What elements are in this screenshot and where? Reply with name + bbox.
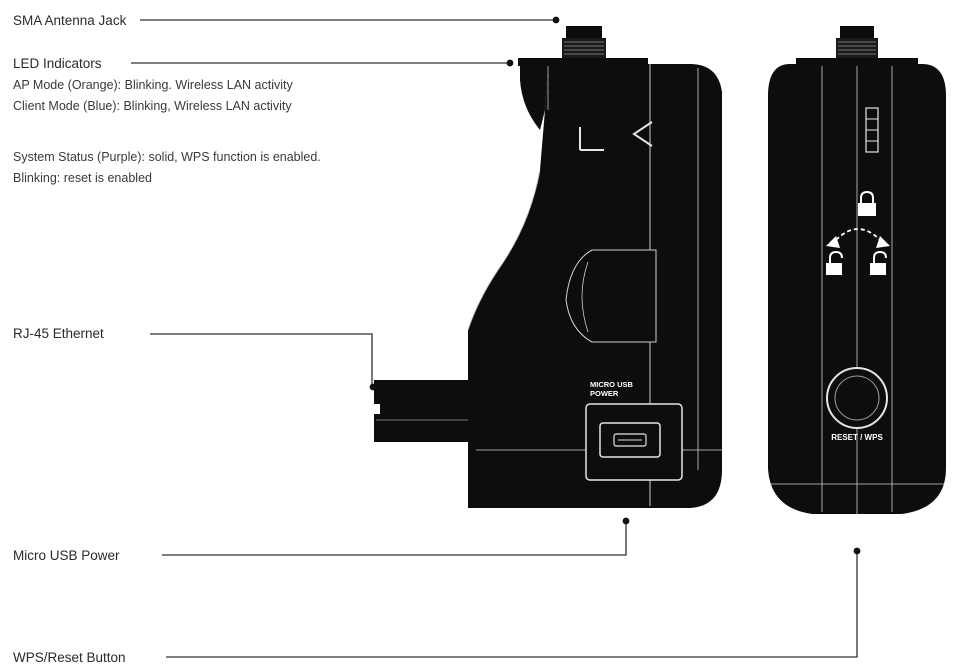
antenna-leader-dot [552,16,560,24]
wps-leader-line [166,552,858,658]
antenna-jack-label: SMA Antenna Jack [13,13,127,28]
reset-wps-text: RESET / WPS [831,433,883,442]
unlock-icon [826,250,887,275]
leader-dots [369,16,861,555]
usb-port-text-1: MICRO USB [590,380,634,389]
ethernet-leader-line [150,333,373,386]
usb-leader-dot [622,517,630,525]
micro-usb-label: Micro USB Power [13,548,120,563]
led-blinking-text: Blinking: reset is enabled [13,171,152,185]
lock-icon [858,190,876,216]
usb-port-text-2: POWER [590,389,619,398]
led-ap-mode-text: AP Mode (Orange): Blinking. Wireless LAN… [13,78,293,92]
grip-recess [565,249,657,343]
led-bars-icon [865,107,879,153]
led-leader-dot [506,59,514,67]
ethernet-leader-dot [369,383,377,391]
leader-lines [131,19,858,658]
reset-wps-button [826,367,888,429]
ethernet-label: RJ-45 Ethernet [13,326,104,341]
device-side-view: MICRO USB POWER [372,26,722,508]
device-front-view: RESET / WPS [768,26,946,514]
antenna-jack-front [796,26,918,66]
wps-reset-label: WPS/Reset Button [13,650,126,665]
rotate-arrow-icon [826,228,890,248]
rj45-port [372,380,476,506]
led-indicator-icon [579,121,653,151]
usb-leader-line [162,522,627,556]
wps-leader-dot [853,547,861,555]
led-client-mode-text: Client Mode (Blue): Blinking, Wireless L… [13,99,292,113]
led-system-status-text: System Status (Purple): solid, WPS funct… [13,150,321,164]
led-indicators-label: LED Indicators [13,56,102,71]
antenna-jack-side [518,26,648,66]
micro-usb-port [585,403,683,481]
